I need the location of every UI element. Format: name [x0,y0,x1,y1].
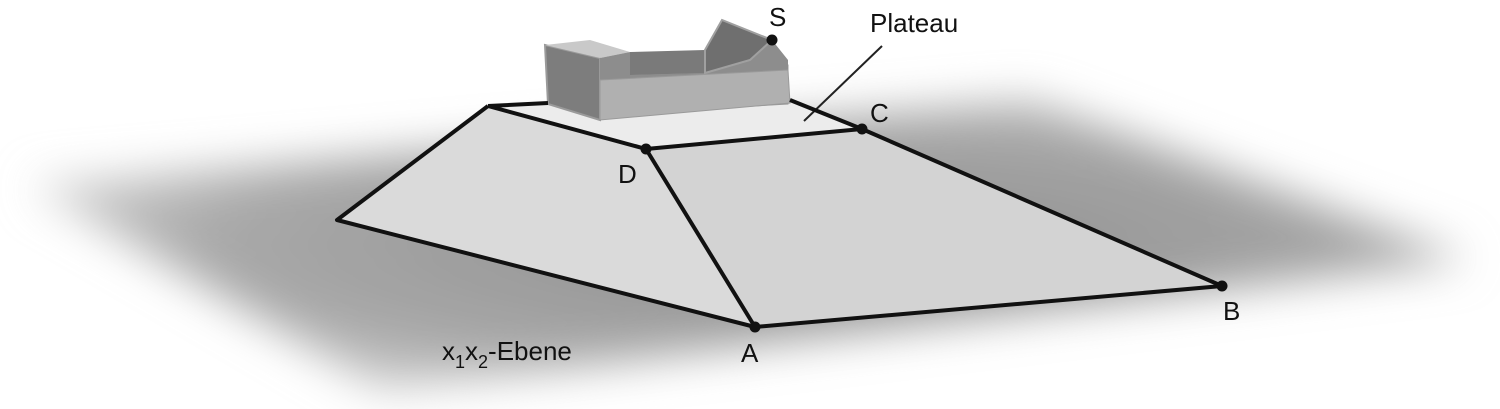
pyramid-front-face [646,129,1222,327]
label-plateau: Plateau [870,8,958,38]
edge-cd [645,127,863,151]
label-a: A [741,338,759,368]
building-right-ramp [704,18,774,75]
plane-x2: x [465,336,478,366]
plane-suffix: -Ebene [488,336,572,366]
point-d-dot [640,143,652,155]
pyramid-edges [335,98,1223,329]
building-top-left [545,40,630,58]
point-c-dot [856,123,868,135]
plane-sub2: 2 [478,352,488,372]
point-a-dot [749,321,761,333]
label-plane: x1x2-Ebene [442,336,572,372]
building-back-wall [630,50,705,75]
label-d: D [618,159,637,189]
building-front-wall [599,69,791,121]
edge-da [644,147,757,329]
edge-ab [754,284,1223,329]
pyramid-left-face [337,106,755,327]
label-s: S [769,2,786,32]
edge-back [487,101,549,108]
building-inner-floor [600,40,788,80]
plateau-leader-line [803,45,883,122]
edge-bc [861,127,1223,288]
building [543,18,791,122]
label-c: C [870,98,889,128]
edge-d-back [487,104,647,151]
edge-outer-left [335,104,756,329]
edge-back-right [789,98,863,131]
plane-sub1: 1 [455,352,465,372]
label-b: B [1223,296,1240,326]
point-b-dot [1216,280,1228,292]
point-s-dot [766,34,778,46]
plane-x1: x [442,336,455,366]
